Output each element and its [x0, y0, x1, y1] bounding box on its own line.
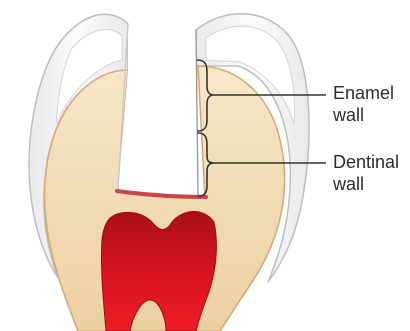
enamel-wall-label-line1: Enamel — [333, 83, 394, 104]
enamel-wall-label-line2: wall — [333, 105, 364, 126]
dentinal-wall-label-line2: wall — [333, 174, 364, 195]
cavity-preparation — [118, 24, 198, 196]
dentinal-wall-label-line1: Dentinal — [333, 152, 399, 173]
